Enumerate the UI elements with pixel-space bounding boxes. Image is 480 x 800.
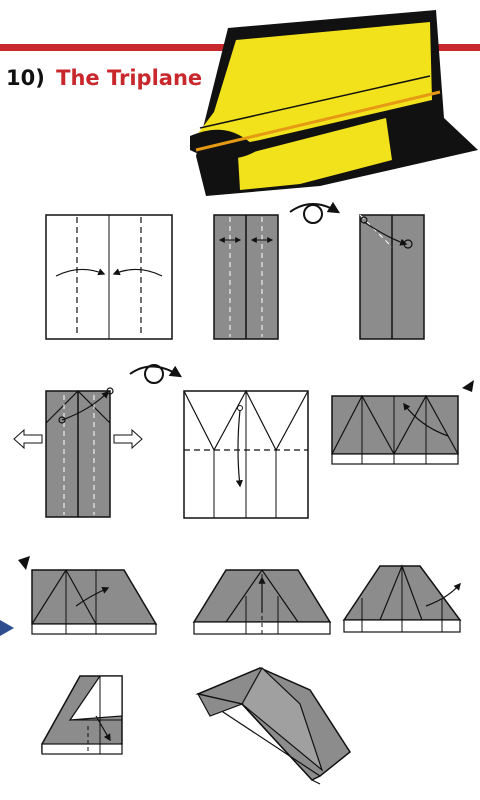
title-number: 10) <box>6 66 45 90</box>
step-2-diagram <box>213 214 279 340</box>
page-title: 10) The Triplane <box>6 66 202 90</box>
step-7-diagram <box>0 556 158 636</box>
turn-over-icon <box>289 201 341 224</box>
turn-over-icon <box>129 364 183 384</box>
title-name: The Triplane <box>56 66 203 90</box>
step-1-diagram <box>45 214 173 340</box>
final-plane-diagram <box>195 667 351 785</box>
step-8-diagram <box>192 568 332 635</box>
hero-plane-illustration <box>190 10 478 196</box>
step-10-diagram <box>41 675 123 755</box>
step-5-diagram <box>183 389 309 519</box>
step-4-diagram <box>13 387 143 518</box>
step-6-diagram <box>331 380 474 465</box>
step-9-diagram <box>342 564 462 633</box>
step-3-diagram <box>359 214 425 340</box>
